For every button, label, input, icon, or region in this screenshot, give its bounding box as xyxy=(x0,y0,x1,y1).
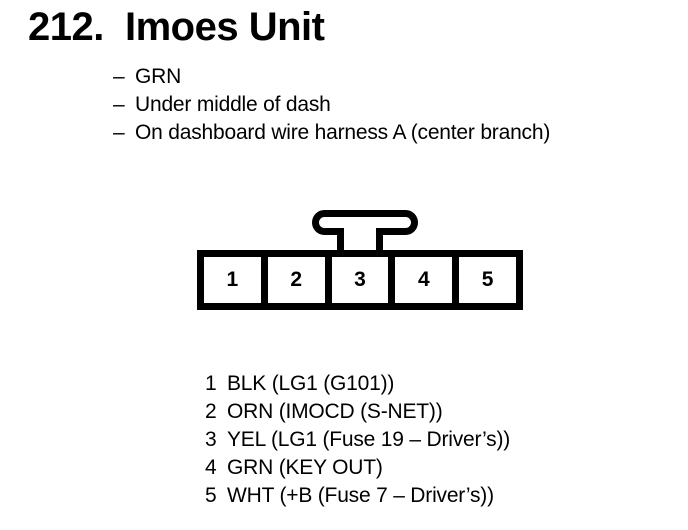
pinout-number: 4 xyxy=(205,456,217,479)
detail-line: – Under middle of dash xyxy=(113,91,550,119)
connector-latch xyxy=(312,210,418,255)
detail-text: Under middle of dash xyxy=(135,93,331,116)
pinout-row: 5 WHT (+B (Fuse 7 – Driver’s)) xyxy=(205,482,510,510)
connector-pin-cell-4: 4 xyxy=(395,257,453,303)
pinout-row: 3 YEL (LG1 (Fuse 19 – Driver’s)) xyxy=(205,426,510,454)
connector-body: 1 2 3 4 5 xyxy=(197,250,523,310)
pinout-number: 3 xyxy=(205,428,217,451)
pinout-description: YEL (LG1 (Fuse 19 – Driver’s)) xyxy=(227,428,511,451)
pinout-description: WHT (+B (Fuse 7 – Driver’s)) xyxy=(227,484,494,507)
pinout-number: 5 xyxy=(205,484,217,507)
pinout-description: ORN (IMOCD (S-NET)) xyxy=(227,400,443,423)
section-number: 212. xyxy=(28,5,104,49)
bullet-dash: – xyxy=(113,93,125,116)
connector-pin-cell-5: 5 xyxy=(459,257,516,303)
connector-pin-cell-1: 1 xyxy=(204,257,261,303)
pinout-row: 2 ORN (IMOCD (S-NET)) xyxy=(205,398,510,426)
pinout-description: BLK (LG1 (G101)) xyxy=(227,372,395,395)
detail-text: On dashboard wire harness A (center bran… xyxy=(135,121,551,144)
bullet-dash: – xyxy=(113,65,125,88)
section-title: 212. Imoes Unit xyxy=(28,5,325,49)
pinout-number: 1 xyxy=(205,372,217,395)
pinout-description: GRN (KEY OUT) xyxy=(227,456,383,479)
pinout-list: 1 BLK (LG1 (G101)) 2 ORN (IMOCD (S-NET))… xyxy=(205,370,510,510)
connector-pin-cell-2: 2 xyxy=(267,257,325,303)
bullet-dash: – xyxy=(113,121,125,144)
pinout-row: 1 BLK (LG1 (G101)) xyxy=(205,370,510,398)
pinout-row: 4 GRN (KEY OUT) xyxy=(205,454,510,482)
detail-text: GRN xyxy=(135,65,182,88)
connector-pin-cell-3: 3 xyxy=(331,257,389,303)
page-title: Imoes Unit xyxy=(125,5,325,49)
detail-line: – GRN xyxy=(113,63,550,91)
detail-list: – GRN – Under middle of dash – On dashbo… xyxy=(113,63,550,147)
detail-line: – On dashboard wire harness A (center br… xyxy=(113,119,550,147)
pinout-number: 2 xyxy=(205,400,217,423)
